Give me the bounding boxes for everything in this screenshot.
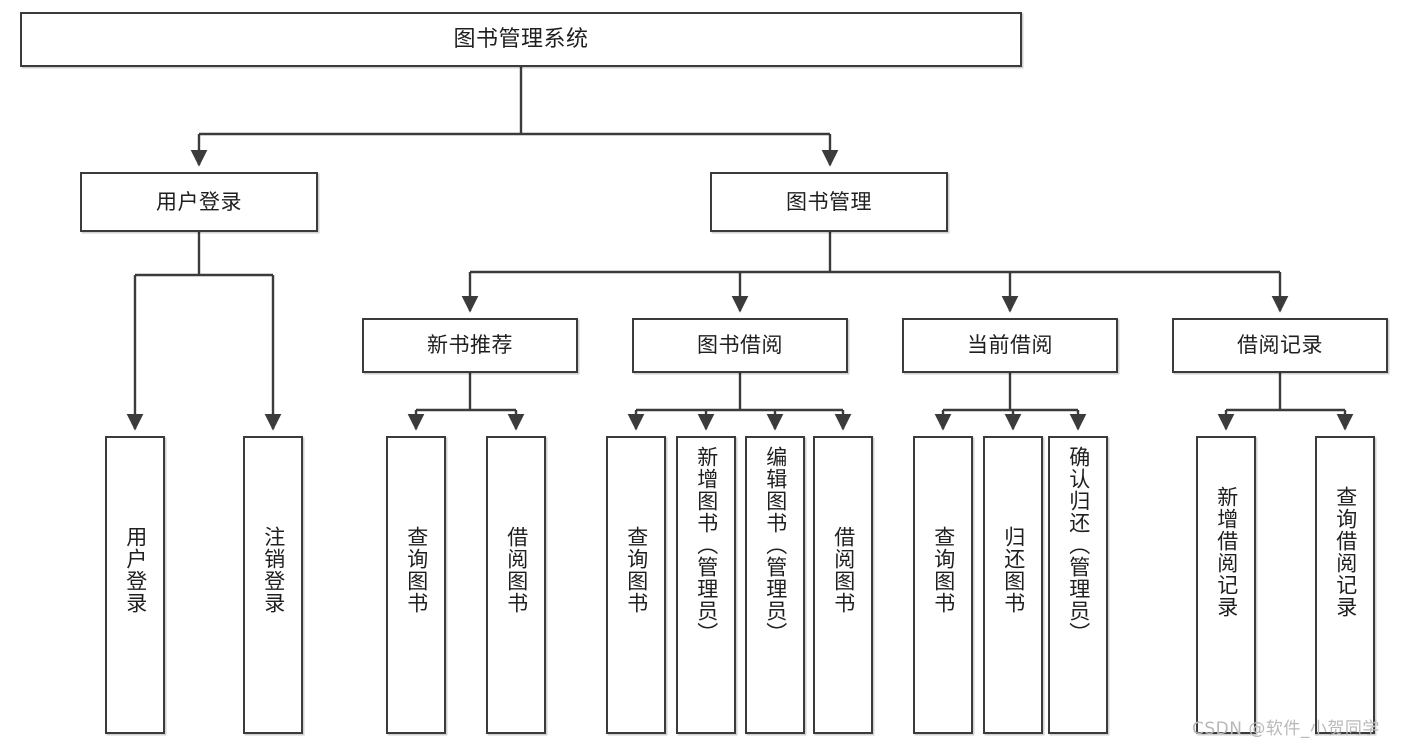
watermark: CSDN @软件_小贺同学	[1192, 719, 1380, 739]
node-leaf-edit-book[interactable]: 编辑图书（管理员）	[745, 436, 805, 734]
node-leaf-query-book-1-label: 查询图书	[404, 526, 429, 614]
node-leaf-logout-label: 注销登录	[261, 526, 286, 614]
node-book-borrow-label: 图书借阅	[697, 333, 783, 358]
node-leaf-query-record-label: 查询借阅记录	[1333, 486, 1358, 618]
node-leaf-user-login-label: 用户登录	[123, 526, 148, 614]
node-borrow-record[interactable]: 借阅记录	[1172, 318, 1388, 373]
node-leaf-add-record[interactable]: 新增借阅记录	[1196, 436, 1256, 734]
node-root[interactable]: 图书管理系统	[20, 12, 1022, 67]
node-leaf-return-book[interactable]: 归还图书	[983, 436, 1043, 734]
node-book-manage[interactable]: 图书管理	[710, 172, 948, 232]
node-leaf-query-record[interactable]: 查询借阅记录	[1315, 436, 1375, 734]
node-leaf-query-book-2-label: 查询图书	[624, 526, 649, 614]
node-current-borrow[interactable]: 当前借阅	[902, 318, 1118, 373]
node-leaf-borrow-book-1[interactable]: 借阅图书	[486, 436, 546, 734]
node-leaf-borrow-book-2-label: 借阅图书	[831, 526, 856, 614]
node-leaf-user-login[interactable]: 用户登录	[105, 436, 165, 734]
node-new-book-rec-label: 新书推荐	[427, 333, 513, 358]
node-leaf-borrow-book-1-label: 借阅图书	[504, 526, 529, 614]
node-leaf-add-record-label: 新增借阅记录	[1214, 486, 1239, 618]
node-leaf-confirm-return[interactable]: 确认归还（管理员）	[1048, 436, 1108, 734]
node-leaf-confirm-return-label: 确认归还（管理员）	[1066, 446, 1091, 644]
node-leaf-edit-book-label: 编辑图书（管理员）	[763, 446, 788, 644]
node-leaf-query-book-2[interactable]: 查询图书	[606, 436, 666, 734]
node-user-login-label: 用户登录	[156, 189, 242, 214]
node-book-borrow[interactable]: 图书借阅	[632, 318, 848, 373]
node-leaf-borrow-book-2[interactable]: 借阅图书	[813, 436, 873, 734]
node-leaf-add-book-label: 新增图书（管理员）	[694, 446, 719, 644]
node-new-book-rec[interactable]: 新书推荐	[362, 318, 578, 373]
node-current-borrow-label: 当前借阅	[967, 333, 1053, 358]
node-borrow-record-label: 借阅记录	[1237, 333, 1323, 358]
node-leaf-return-book-label: 归还图书	[1001, 526, 1026, 614]
node-leaf-query-book-1[interactable]: 查询图书	[386, 436, 446, 734]
node-leaf-query-book-3-label: 查询图书	[931, 526, 956, 614]
node-book-manage-label: 图书管理	[786, 189, 872, 214]
node-user-login[interactable]: 用户登录	[80, 172, 318, 232]
node-root-label: 图书管理系统	[453, 26, 589, 52]
node-leaf-query-book-3[interactable]: 查询图书	[913, 436, 973, 734]
node-leaf-logout[interactable]: 注销登录	[243, 436, 303, 734]
node-leaf-add-book[interactable]: 新增图书（管理员）	[676, 436, 736, 734]
